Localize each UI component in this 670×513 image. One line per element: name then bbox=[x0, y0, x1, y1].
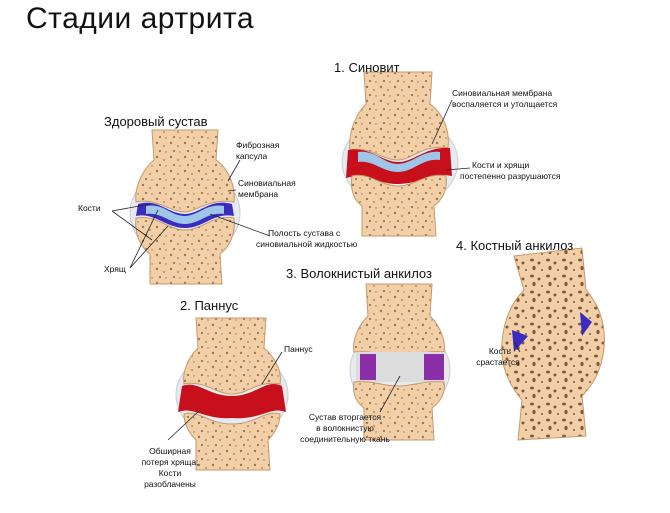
stage2-loss-label-3: Кости bbox=[158, 468, 182, 478]
stage2-pannus bbox=[178, 383, 286, 419]
stage2-loss-label-2: потеря хряща; bbox=[141, 457, 199, 467]
stage4-fuse-label-2: срастается bbox=[476, 357, 520, 367]
stage3-fused-label-1: Сустав вторгается bbox=[308, 412, 382, 422]
stage2-pannus-label: Паннус bbox=[284, 344, 313, 354]
stage2-loss-label-1: Обширная bbox=[149, 446, 191, 456]
healthy-capsule-label-2: капсула bbox=[236, 151, 268, 161]
healthy-cartilage-label: Хрящ bbox=[104, 264, 126, 274]
healthy-cartilage bbox=[146, 205, 224, 224]
stage3-lower-bone bbox=[353, 381, 445, 441]
stage4-remnant-left bbox=[512, 330, 528, 352]
stage1-leaders bbox=[431, 99, 471, 171]
healthy-cavity-label-1: Полость сустава с bbox=[268, 228, 341, 238]
stage3-fused-label-2: в волокнистую bbox=[316, 423, 374, 433]
stage2-title: 2. Паннус bbox=[180, 298, 239, 313]
stage4-remnant-right bbox=[580, 312, 592, 336]
stage2-lower-bone bbox=[183, 412, 281, 471]
healthy-title: Здоровый сустав bbox=[104, 114, 208, 129]
stage2-leaders bbox=[167, 351, 283, 441]
stage1-bones-label-1: Кости и хрящи bbox=[472, 160, 530, 170]
stage1-title: 1. Синовит bbox=[334, 60, 400, 75]
stage1-cartilage bbox=[358, 151, 440, 172]
healthy-cavity-label-2: синовиальной жидкостью bbox=[256, 239, 358, 249]
healthy-upper-bone bbox=[135, 129, 235, 213]
healthy-membrane-label-2: мембрана bbox=[238, 189, 279, 199]
stage2-loss-label-4: разоблачены bbox=[144, 479, 196, 489]
stage1-membrane-label-1: Синовиальная мембрана bbox=[452, 88, 553, 98]
healthy-joint bbox=[129, 129, 241, 285]
page-title: Стадии артрита bbox=[26, 2, 255, 35]
stage1-joint bbox=[341, 71, 459, 237]
stage3-joint bbox=[349, 283, 451, 441]
stage1-membrane-label-2: воспаляется и утолщается bbox=[452, 99, 558, 109]
healthy-bones-label: Кости bbox=[78, 203, 101, 213]
healthy-membrane-label-1: Синовиальная bbox=[238, 178, 296, 188]
stage3-fused-label-3: соединительную ткань bbox=[300, 434, 390, 444]
stage1-upper-bone bbox=[349, 71, 449, 161]
stage2-upper-bone bbox=[183, 317, 281, 395]
stage1-lower-bone bbox=[351, 174, 447, 237]
stage4-joint bbox=[501, 247, 605, 441]
stage3-leaders bbox=[379, 375, 401, 413]
stage4-leaders bbox=[513, 341, 521, 353]
stage3-title: 3. Волокнистый анкилоз bbox=[286, 266, 432, 281]
stage4-fuse-label-1: Кость bbox=[488, 346, 512, 356]
stage3-upper-bone bbox=[353, 283, 445, 357]
stage2-joint bbox=[175, 317, 289, 471]
stage3-left-pocket bbox=[360, 354, 376, 380]
healthy-capsule-label-1: Фиброзная bbox=[236, 140, 280, 150]
stage3-right-pocket bbox=[424, 354, 444, 380]
healthy-leaders bbox=[111, 159, 271, 269]
stage1-bones-label-2: постепенно разрушаются bbox=[460, 171, 561, 181]
stage4-title: 4. Костный анкилоз bbox=[456, 238, 574, 253]
stage4-fused-bone bbox=[501, 247, 605, 441]
